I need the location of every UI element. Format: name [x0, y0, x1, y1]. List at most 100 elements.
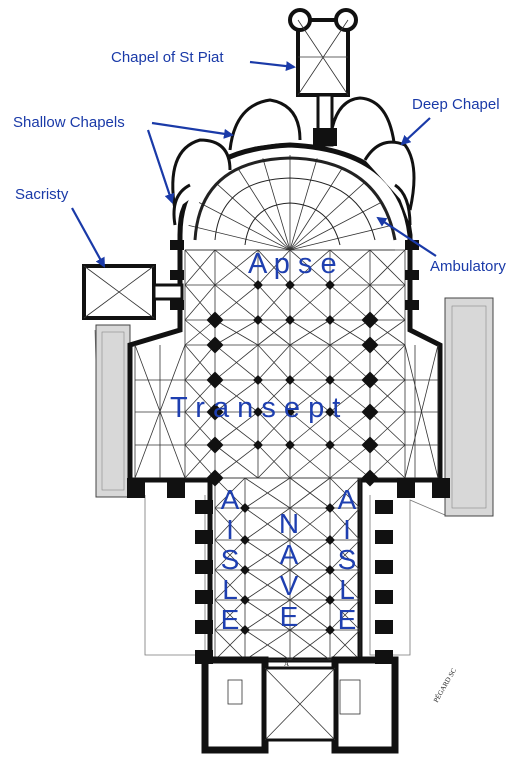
label-deep-chapel: Deep Chapel	[412, 96, 500, 113]
vault-rib	[369, 379, 406, 413]
buttress	[195, 620, 213, 634]
vault-rib	[289, 249, 331, 286]
label-sacristy: Sacristy	[15, 186, 69, 203]
pier	[325, 535, 335, 545]
aisle-letter: S	[220, 544, 240, 575]
vault-rib	[257, 344, 291, 381]
vault-rib	[289, 379, 331, 413]
chapel-of-st-piat	[288, 8, 358, 147]
nave-letter: A	[279, 539, 299, 570]
vault-rib	[329, 629, 361, 661]
vault-rib	[214, 444, 259, 479]
aisle-letter: I	[226, 514, 234, 545]
buttress	[195, 530, 213, 544]
pier	[253, 375, 263, 385]
vault-rib	[244, 569, 291, 601]
vault-rib	[329, 444, 371, 479]
vault-rib	[184, 284, 216, 321]
vault-rib	[214, 411, 259, 446]
vault-rib	[329, 507, 361, 541]
pier	[206, 311, 224, 329]
vault-rib	[369, 411, 406, 446]
vault-rib	[214, 599, 246, 631]
pier	[285, 440, 295, 450]
vault-rib	[244, 599, 291, 631]
pier	[206, 469, 224, 487]
nave-mark: A	[284, 660, 290, 668]
nave-letter: V	[279, 570, 299, 601]
pier	[206, 403, 224, 421]
vault-rib	[369, 249, 406, 286]
vault-rib	[214, 284, 259, 321]
label-transept: T r a n s e p t	[170, 392, 341, 424]
arrow-ambulatory	[376, 216, 437, 257]
vault-rib	[184, 444, 216, 479]
pier	[240, 565, 250, 575]
aisle-letter: S	[337, 544, 357, 575]
vault-rib	[404, 344, 439, 479]
pier	[206, 436, 224, 454]
buttress	[405, 240, 419, 250]
vault-rib	[289, 344, 331, 381]
vault-rib	[214, 629, 246, 661]
buttress	[195, 560, 213, 574]
vault-rib	[214, 249, 259, 286]
vault-rib	[214, 569, 246, 601]
buttress	[375, 560, 393, 574]
pier	[361, 403, 379, 421]
vault-rib	[329, 569, 361, 601]
vault-rib	[257, 411, 291, 446]
vault-rib	[289, 411, 331, 446]
vault-rib	[289, 569, 331, 601]
label-nave: N A V E	[274, 508, 304, 632]
label-north-aisle: A I S L E	[215, 485, 245, 635]
vault-rib	[257, 379, 291, 413]
buttress	[432, 478, 450, 498]
buttress	[127, 478, 145, 498]
vault-rib	[289, 507, 331, 541]
vault-rib	[329, 344, 371, 381]
pier	[240, 535, 250, 545]
vault-rib	[214, 344, 259, 381]
pier	[325, 375, 335, 385]
vault-rib	[184, 379, 216, 413]
aisle-letter: A	[337, 484, 357, 515]
arrow-sacristy	[71, 207, 105, 268]
vault-rib	[257, 444, 291, 479]
vault-rib	[237, 167, 291, 251]
pier	[285, 315, 295, 325]
vault-rib	[244, 507, 291, 541]
arrow-chapel-st-piat	[249, 60, 296, 72]
pier	[206, 371, 224, 389]
buttress	[375, 590, 393, 604]
buttress	[170, 270, 184, 280]
buttress	[375, 650, 393, 664]
vault-rib	[262, 158, 291, 251]
vault-rib	[214, 319, 259, 346]
buttress	[375, 500, 393, 514]
pier	[325, 595, 335, 605]
vault-rib	[289, 225, 392, 251]
sacristy-building	[82, 264, 184, 320]
vault-rib	[329, 477, 361, 509]
label-shallow-chapels: Shallow Chapels	[13, 114, 125, 131]
pier	[361, 436, 379, 454]
pier	[285, 280, 295, 290]
vault-rib	[289, 319, 331, 346]
label-chapel-of-st-piat: Chapel of St Piat	[111, 49, 224, 66]
buttress	[170, 300, 184, 310]
pier	[361, 371, 379, 389]
vault-rib	[257, 249, 291, 286]
pier	[253, 440, 263, 450]
vault-rib	[369, 319, 406, 346]
aisle-letter: E	[337, 604, 357, 635]
vault-rib	[244, 629, 291, 661]
vault-rib	[184, 344, 216, 381]
buttress	[195, 590, 213, 604]
arrow-shallow-chapels-2	[146, 129, 175, 204]
aisle-letter: E	[220, 604, 240, 635]
pier	[325, 315, 335, 325]
vault-rib	[214, 477, 246, 509]
pier	[206, 336, 224, 354]
arrow-shallow-chapels-1	[151, 121, 234, 139]
